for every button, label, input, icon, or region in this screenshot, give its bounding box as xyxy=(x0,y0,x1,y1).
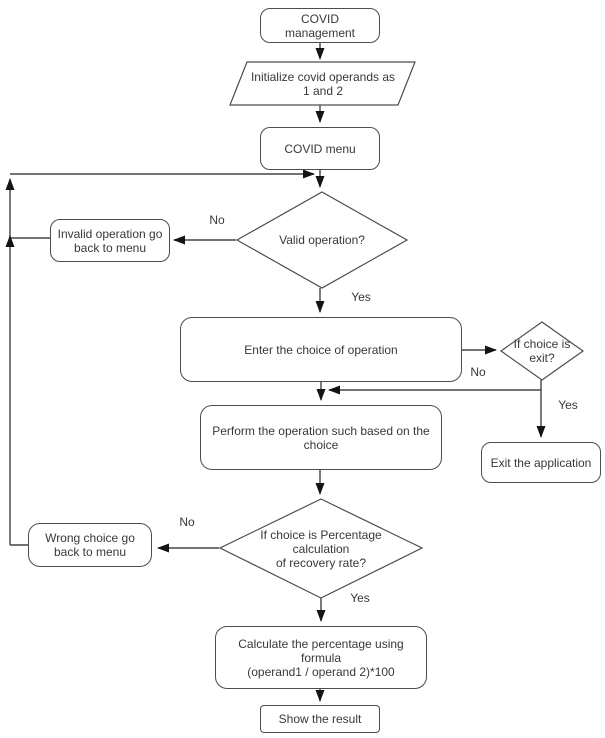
edge-label-percentq-yes: Yes xyxy=(350,591,370,605)
node-show-result: Show the result xyxy=(260,705,380,733)
node-wrong-choice: Wrong choice go back to menu xyxy=(28,523,152,567)
node-invalid-operation: Invalid operation go back to menu xyxy=(50,219,170,262)
diamond-percentage-question xyxy=(218,498,424,599)
node-covid-menu: COVID menu xyxy=(260,127,380,170)
edge-label-exitq-no: No xyxy=(470,365,486,379)
edge-label-valid-no: No xyxy=(209,213,225,227)
parallelogram-init-operands xyxy=(229,61,416,106)
edge-label-exitq-yes: Yes xyxy=(558,398,578,412)
edge-label-percentq-no: No xyxy=(179,515,195,529)
node-enter-choice: Enter the choice of operation xyxy=(180,317,462,382)
diamond-if-choice-exit xyxy=(499,321,585,381)
diamond-valid-operation xyxy=(235,191,409,289)
node-perform-operation: Perform the operation such based on the … xyxy=(200,405,442,470)
edge-label-valid-yes: Yes xyxy=(351,290,371,304)
node-exit-application: Exit the application xyxy=(481,442,601,483)
node-covid-management: COVID management xyxy=(260,8,380,43)
node-calculate-percentage: Calculate the percentage using formula (… xyxy=(215,626,427,689)
